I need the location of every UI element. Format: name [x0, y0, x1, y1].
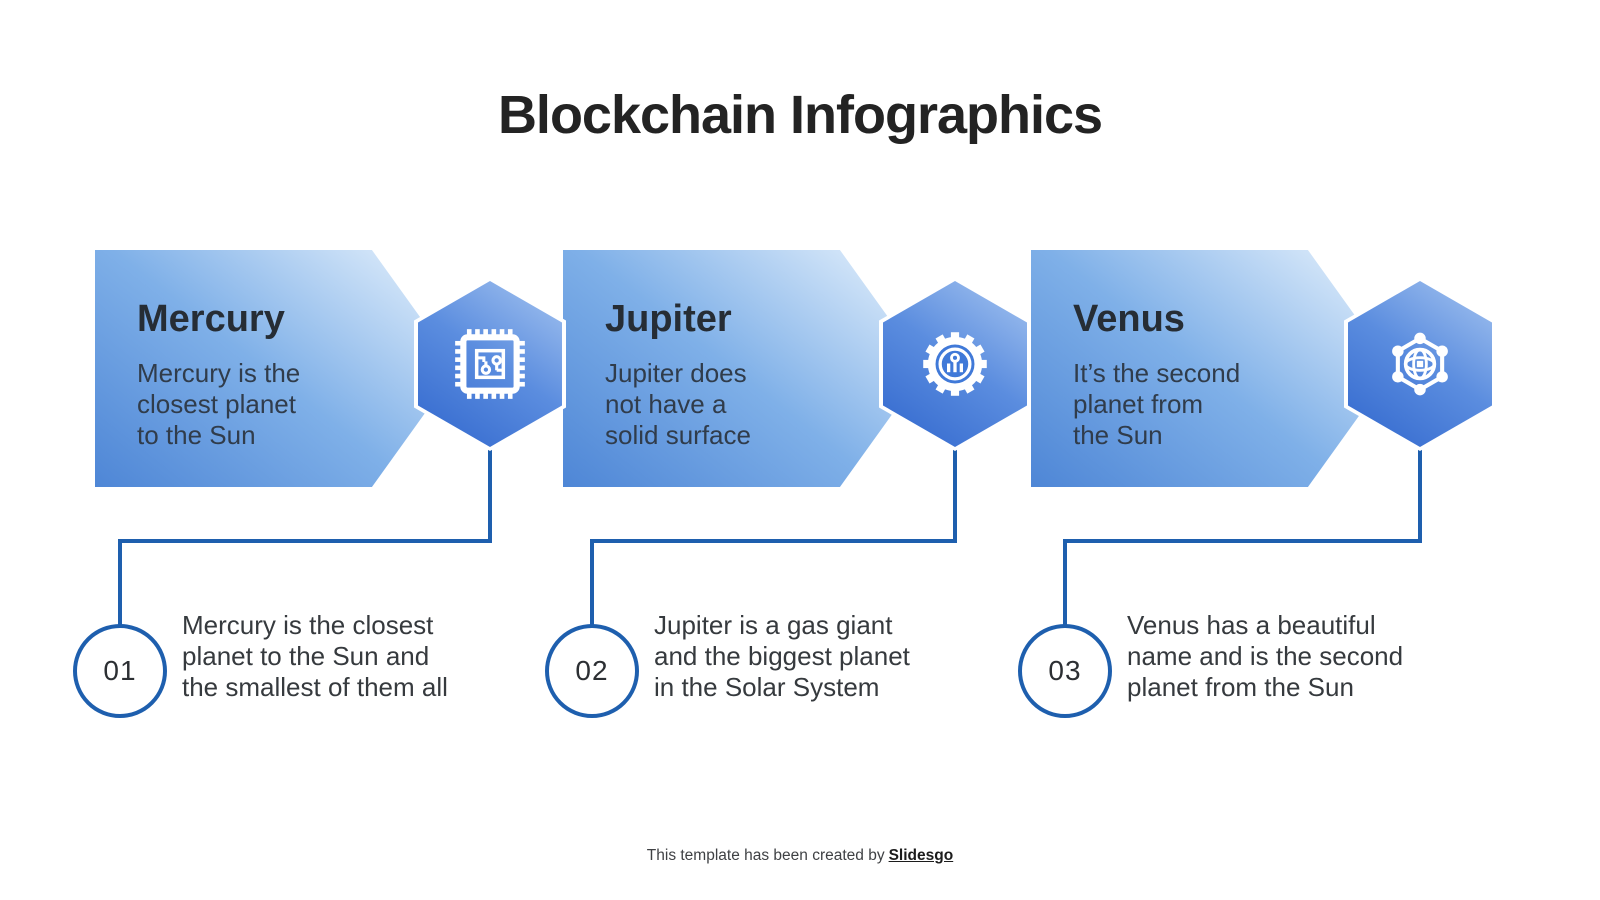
card-mercury: Mercury Mercury is the closest planet to… [95, 250, 457, 487]
network-icon [1392, 332, 1448, 396]
hexagon-badge-mercury [414, 277, 566, 451]
step-text-3: Venus has a beautiful name and is the se… [1127, 610, 1404, 702]
gear-icon [923, 332, 987, 396]
page-title: Blockchain Infographics [497, 85, 1103, 145]
step-circle-2: 02 [545, 624, 639, 718]
step-circle-3: 03 [1018, 624, 1112, 718]
slidesgo-link[interactable]: Slidesgo [888, 847, 954, 864]
chip-icon [455, 329, 525, 399]
card-jupiter-content: Jupiter Jupiter does not have a solid su… [563, 250, 925, 451]
card-venus-content: Venus It’s the second planet from the Su… [1031, 250, 1393, 451]
card-jupiter: Jupiter Jupiter does not have a solid su… [563, 250, 925, 487]
card-mercury-title: Mercury [137, 298, 285, 340]
card-venus: Venus It’s the second planet from the Su… [1031, 250, 1393, 487]
card-jupiter-description: Jupiter does not have a solid surface [605, 358, 751, 450]
step-number-2: 02 [575, 655, 609, 686]
hexagon-mercury-fill [418, 281, 562, 447]
card-jupiter-title: Jupiter [605, 298, 732, 340]
hexagon-badge-venus [1344, 277, 1496, 451]
step-text-2: Jupiter is a gas giant and the biggest p… [654, 610, 910, 702]
card-mercury-description: Mercury is the closest planet to the Sun [137, 358, 301, 450]
step-circle-1: 01 [73, 624, 167, 718]
card-mercury-content: Mercury Mercury is the closest planet to… [95, 250, 457, 451]
hexagon-badge-jupiter [879, 277, 1031, 451]
step-number-1: 01 [103, 655, 137, 686]
hexagon-jupiter-fill [883, 281, 1027, 447]
hexagon-venus-fill [1348, 281, 1492, 447]
footer-credit-text: This template has been created by [646, 847, 885, 864]
step-text-1: Mercury is the closest planet to the Sun… [182, 610, 448, 702]
step-number-3: 03 [1048, 655, 1082, 686]
card-venus-title: Venus [1073, 298, 1185, 340]
